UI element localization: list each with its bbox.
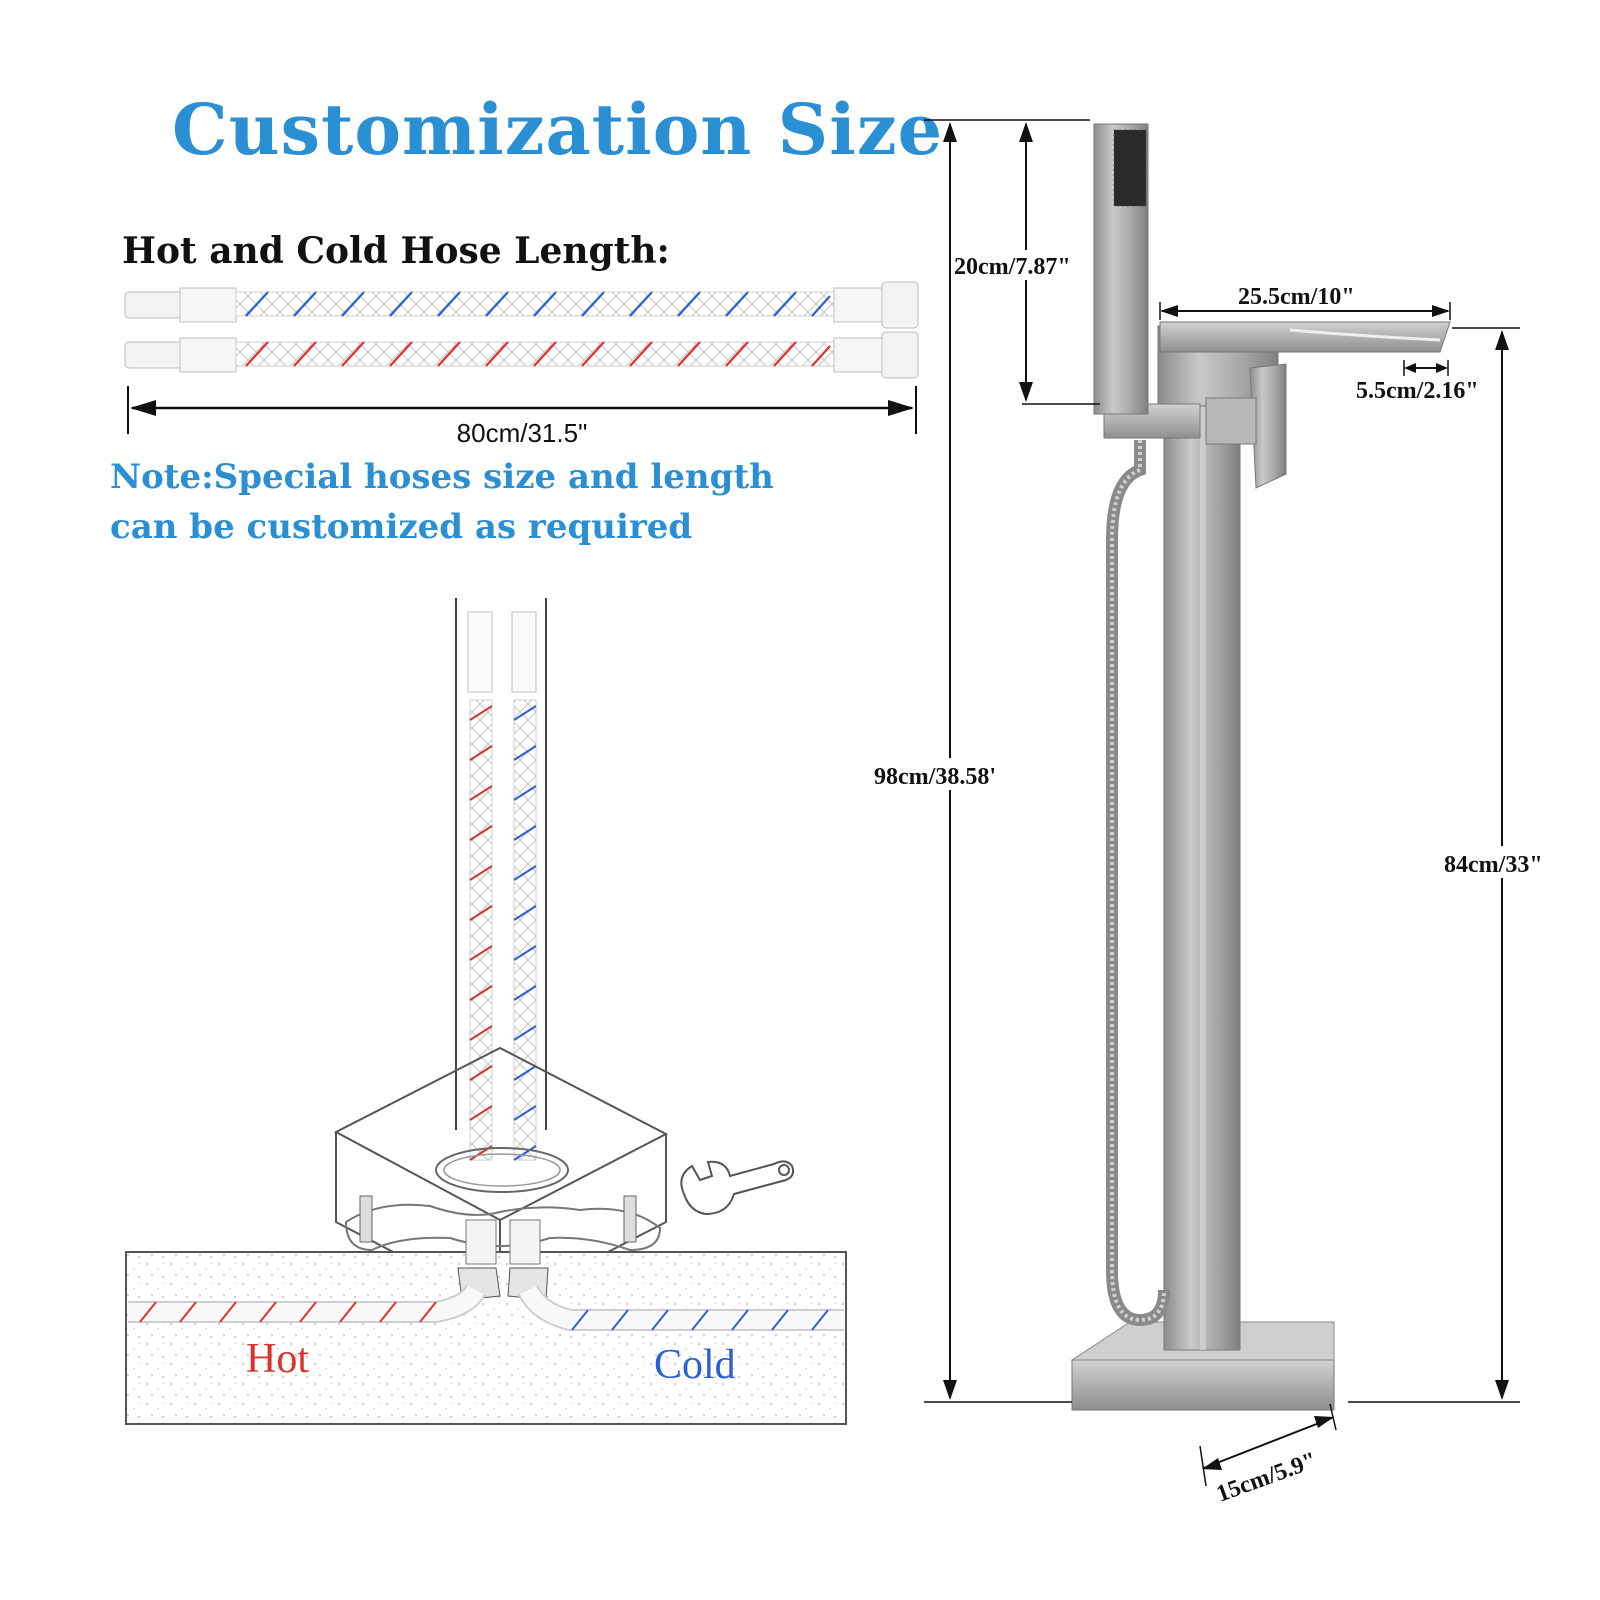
page-title: Customization Size bbox=[172, 88, 944, 171]
note-line-1: Note:Special hoses size and length bbox=[110, 457, 774, 497]
spout-height-label: 84cm/33" bbox=[1444, 852, 1543, 878]
dimension-total-height: 98cm/38.58' bbox=[872, 119, 1090, 1403]
spout-width-label: 5.5cm/2.16" bbox=[1356, 378, 1479, 404]
customization-note: Note:Special hoses size and length can b… bbox=[110, 452, 774, 552]
shower-hose bbox=[1106, 440, 1170, 1327]
hose-length-label: 80cm/31.5" bbox=[457, 418, 588, 448]
cold-label: Cold bbox=[654, 1342, 736, 1388]
hot-label: Hot bbox=[246, 1336, 309, 1382]
dimension-spout-height: 84cm/33" bbox=[1348, 327, 1596, 1403]
base-width-label: 15cm/5.9" bbox=[1213, 1447, 1320, 1507]
dimension-spout-length: 25.5cm/10" bbox=[1159, 284, 1451, 320]
dimension-spout-width: 5.5cm/2.16" bbox=[1356, 360, 1479, 404]
dimension-base-width: 15cm/5.9" bbox=[1199, 1403, 1337, 1508]
total-height-label: 98cm/38.58' bbox=[874, 764, 996, 790]
handshower-height-label: 20cm/7.87" bbox=[954, 254, 1071, 280]
hose-hot-vertical bbox=[469, 699, 493, 1161]
hose-cold-vertical bbox=[513, 699, 537, 1161]
hose-length-dimension: 80cm/31.5" bbox=[127, 386, 917, 448]
lever-handle bbox=[1249, 363, 1287, 489]
spout-length-label: 25.5cm/10" bbox=[1238, 284, 1355, 310]
spout bbox=[1159, 321, 1451, 353]
hose-hot-horizontal bbox=[124, 331, 919, 379]
hose-length-heading: Hot and Cold Hose Length: bbox=[122, 230, 670, 272]
hose-cold-horizontal bbox=[124, 281, 919, 329]
wrench-icon bbox=[680, 1160, 795, 1216]
installation-diagram: Hot Cold bbox=[125, 598, 847, 1425]
freestanding-faucet bbox=[1070, 123, 1451, 1411]
dimension-handshower: 20cm/7.87" bbox=[952, 122, 1100, 405]
note-line-2: can be customized as required bbox=[110, 507, 693, 547]
